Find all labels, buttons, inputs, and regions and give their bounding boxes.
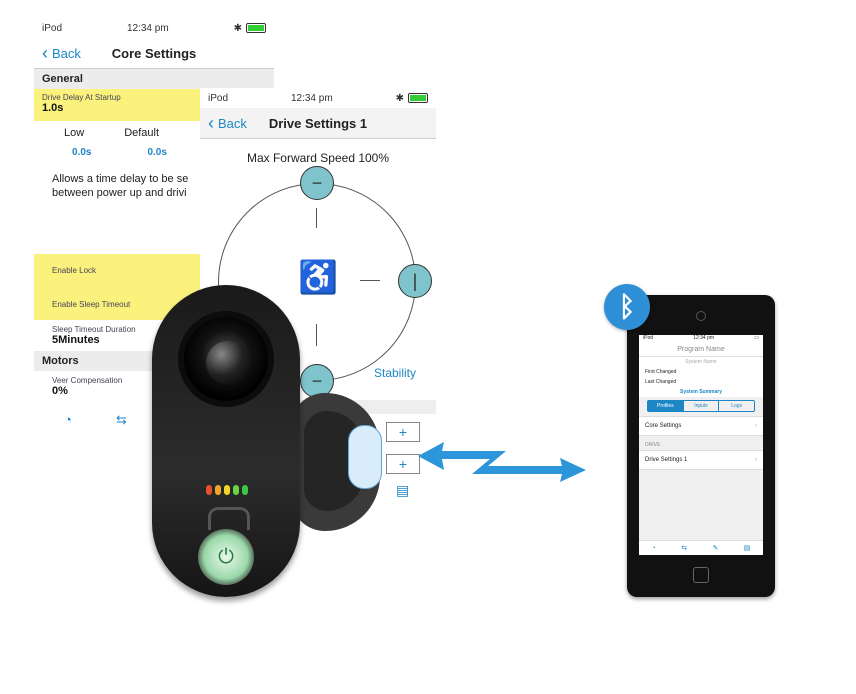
clock-label: 12:34 pm — [290, 92, 333, 104]
enable-lock-label: Enable Lock — [52, 266, 97, 275]
device-lens — [178, 311, 274, 407]
power-icon[interactable]: ⏻ — [198, 529, 254, 585]
signal-icon[interactable]: ◔ — [64, 412, 72, 427]
veer-label: Veer Compensation — [52, 376, 123, 385]
front-camera — [696, 311, 706, 321]
led-indicator — [224, 485, 230, 495]
turn-speed-knob[interactable]: | — [398, 264, 432, 298]
led-indicator — [206, 485, 212, 495]
plus-icon[interactable]: + — [386, 422, 420, 442]
carrier-label: iPod — [643, 335, 654, 341]
nav-bar: ‹ Back Drive Settings 1 — [200, 108, 436, 139]
chevron-right-icon: › — [755, 423, 757, 429]
sleep-duration-value: 5Minutes — [52, 334, 100, 346]
swap-icon[interactable]: ⇆ — [115, 412, 127, 427]
stability-label[interactable]: Stability — [374, 366, 417, 380]
bluetooth-icon: ᛒ — [604, 284, 650, 330]
core-settings-row[interactable]: Core Settings › — [639, 416, 763, 436]
plus-icon[interactable]: + — [386, 454, 420, 474]
status-bar: iPod 12:34 pm ✱ — [200, 88, 436, 108]
last-changed-label: Last Changed — [639, 377, 763, 387]
section-general: General — [34, 69, 274, 89]
drive-section-header: DRIVE — [645, 442, 661, 448]
segment-control: Profiles Inputs Logs — [647, 400, 755, 412]
drive-delay-description: Allows a time delay to be se between pow… — [52, 173, 189, 199]
phone-tab-bar: ◔ ⇆ ✎ ▤ — [639, 540, 763, 555]
document-icon[interactable]: ▤ — [396, 482, 410, 498]
default-value[interactable]: 0.0s — [147, 147, 167, 158]
veer-row[interactable]: Veer Compensation 0% — [34, 371, 274, 402]
home-button[interactable] — [693, 567, 709, 583]
sleep-duration-row[interactable]: Sleep Timeout Duration 5Minutes — [34, 320, 274, 351]
sleep-duration-label: Sleep Timeout Duration — [52, 325, 136, 334]
wireless-link-arrow — [418, 442, 586, 482]
chevron-left-icon: ‹ — [208, 112, 214, 133]
swap-icon[interactable]: ⇆ — [681, 545, 688, 552]
nav-bar: ‹ Back Core Settings — [34, 38, 274, 69]
phone-screen: iPod 12:34 pm ▭ Program Name System Name… — [639, 335, 763, 555]
drive-settings-label: Drive Settings 1 — [645, 457, 688, 463]
turn-tick — [360, 280, 380, 281]
first-changed-label: First Changed — [639, 367, 763, 377]
core-settings-label: Core Settings — [645, 423, 682, 429]
led-indicator — [242, 485, 248, 495]
system-summary-label: System Summary — [639, 387, 763, 397]
veer-value: 0% — [52, 385, 68, 397]
paddle-blue-button — [348, 425, 382, 489]
back-label: Back — [218, 115, 247, 131]
battery-icon: ▭ — [754, 335, 759, 341]
system-name-label: System Name — [639, 357, 763, 367]
program-name-title: Program Name — [639, 343, 763, 357]
low-value[interactable]: 0.0s — [72, 147, 92, 158]
chevron-left-icon: ‹ — [42, 42, 48, 63]
battery-icon — [407, 93, 428, 103]
led-indicator — [215, 485, 221, 495]
drive-delay-label: Drive Delay At Startup — [42, 93, 121, 102]
low-label: Low — [64, 127, 85, 139]
smartphone: iPod 12:34 pm ▭ Program Name System Name… — [627, 295, 775, 597]
battery-icon — [245, 23, 266, 33]
carrier-label: iPod — [42, 22, 63, 34]
clock-label: 12:34 pm — [126, 22, 169, 34]
back-button[interactable]: ‹ Back — [34, 43, 81, 64]
reverse-tick — [316, 324, 317, 346]
button-mount — [208, 507, 250, 530]
drive-delay-value: 1.0s — [42, 102, 64, 114]
wheelchair-icon: ♿ — [298, 259, 338, 295]
document-icon[interactable]: ▤ — [743, 545, 751, 552]
back-label: Back — [52, 45, 81, 61]
enable-sleep-label: Enable Sleep Timeout — [52, 300, 131, 309]
bluetooth-status-icon: ✱ — [395, 92, 404, 104]
default-label: Default — [124, 127, 160, 139]
status-bar: iPod 12:34 pm ✱ — [34, 18, 274, 38]
forward-tick — [316, 208, 317, 228]
carrier-label: iPod — [208, 92, 229, 104]
forward-speed-knob[interactable]: − — [300, 166, 334, 200]
chevron-right-icon: › — [755, 457, 757, 463]
phone-status-bar: iPod 12:34 pm ▭ — [639, 335, 763, 343]
led-indicator — [233, 485, 239, 495]
max-forward-speed-label: Max Forward Speed 100% — [246, 151, 390, 165]
segment-profiles[interactable]: Profiles — [648, 401, 684, 411]
back-button[interactable]: ‹ Back — [200, 113, 247, 134]
segment-logs[interactable]: Logs — [731, 403, 743, 409]
drive-settings-row[interactable]: Drive Settings 1 › — [639, 450, 763, 470]
bluetooth-module-device: ⏻ — [152, 285, 300, 597]
reverse-speed-knob[interactable]: − — [300, 364, 334, 398]
segment-inputs[interactable]: Inputs — [684, 401, 720, 411]
clock-label: 12:34 pm — [693, 335, 715, 341]
signal-icon[interactable]: ◔ — [651, 544, 656, 552]
bluetooth-status-icon: ✱ — [233, 22, 242, 34]
pen-icon[interactable]: ✎ — [712, 545, 719, 552]
